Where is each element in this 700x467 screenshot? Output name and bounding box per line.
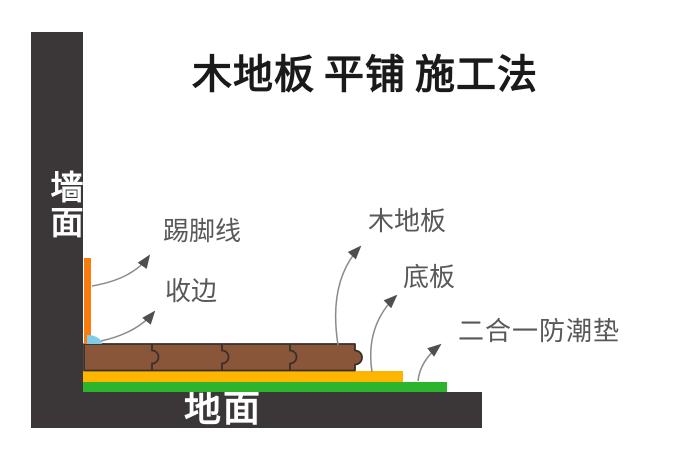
base-board-label: 底板: [403, 262, 456, 292]
wood-floor-label: 木地板: [368, 206, 447, 236]
arrow-edge-trim: [100, 310, 156, 342]
skirting-label: 踢脚线: [163, 216, 242, 246]
edge-trim-piece: [87, 335, 102, 344]
edge-trim-label: 收边: [165, 276, 218, 306]
plank-outline-shape: [83, 343, 363, 372]
base-board-layer: [83, 371, 403, 382]
arrow-wood-floor: [334, 245, 362, 346]
floor-label: 地面: [184, 388, 262, 429]
wall-surface: 墙面: [31, 32, 83, 428]
title-part-wood-floor: 木地板: [192, 53, 315, 97]
page-title: 木地板平铺施工法: [125, 42, 605, 100]
moisture-pad-label: 二合一防潮垫: [458, 316, 621, 346]
wall-label: 墙面: [46, 170, 83, 240]
moisture-pad-layer: [83, 382, 447, 392]
arrow-skirting: [91, 254, 151, 287]
arrow-moisture-pad: [417, 343, 442, 382]
title-part-flat-lay: 平铺: [324, 53, 406, 97]
ground-surface: 地面: [31, 388, 482, 429]
wood-plank-layer: [83, 343, 363, 372]
arrow-base-board: [369, 294, 398, 373]
plank-joint-lines: [151, 344, 298, 371]
title-part-method: 施工法: [415, 53, 538, 97]
skirting-strip: [84, 258, 91, 344]
